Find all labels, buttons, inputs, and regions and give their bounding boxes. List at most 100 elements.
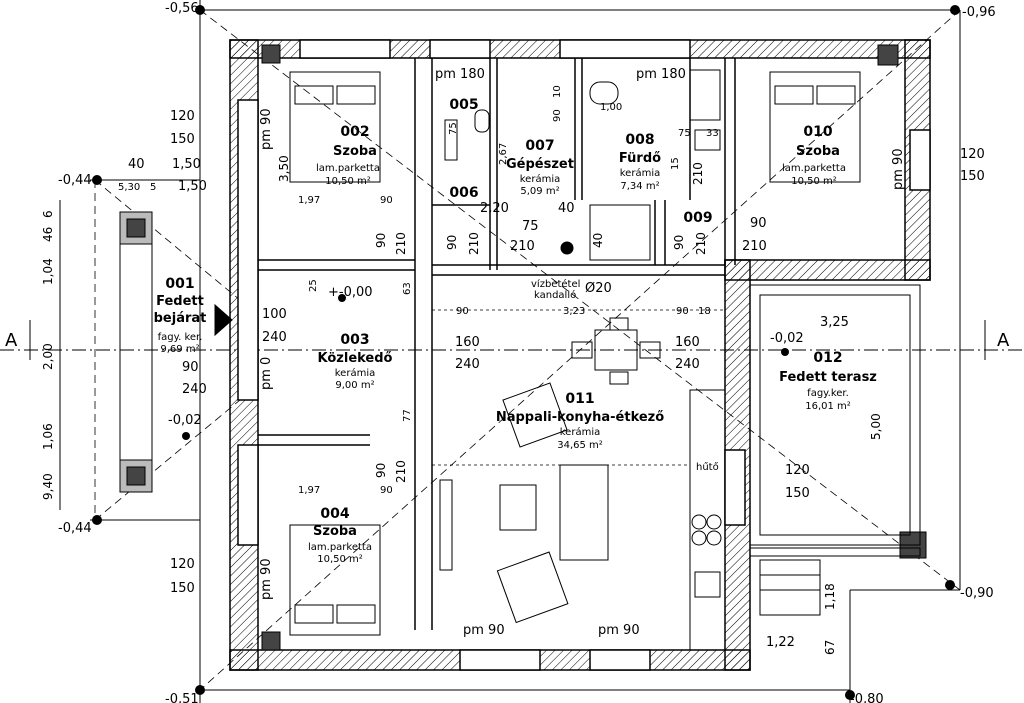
room-012-area: 16,01 m²	[805, 401, 851, 412]
room-012-floor: fagy.ker.	[807, 388, 849, 399]
room-011-number: 011	[565, 391, 594, 407]
dim-v104: 1,04	[41, 258, 55, 285]
level-markers	[92, 5, 960, 700]
level-tl: -0,56	[165, 1, 199, 16]
dim-d5: 5	[150, 182, 156, 193]
room-004-floor: lam.parketta	[308, 542, 372, 553]
dim-v25: 25	[308, 279, 319, 292]
dim-d220: 2,20	[480, 201, 509, 216]
room-004-area: 10,50 m²	[317, 554, 363, 565]
section-label-left: A	[5, 330, 18, 351]
room-001-number: 001	[165, 276, 194, 292]
label-pm180a: pm 180	[435, 67, 485, 82]
outer-walls	[229, 39, 931, 671]
room-009-number: 009	[683, 210, 712, 226]
dim-d90f: 90	[750, 216, 767, 231]
label-pm0: pm 0	[259, 357, 274, 390]
dim-d240a: 240	[262, 330, 287, 345]
dim-door-90c: 90	[672, 235, 686, 250]
dim-d18: 18	[698, 306, 711, 317]
level-hall: +-0,00	[328, 285, 373, 300]
level-l1: -0,44	[58, 173, 92, 188]
room-007-area: 5,09 m²	[520, 186, 559, 197]
label-pm180b: pm 180	[636, 67, 686, 82]
dim-door-90b: 90	[445, 235, 459, 250]
room-002-number: 002	[340, 124, 369, 140]
dim-d90d: 90	[456, 306, 469, 317]
dim-v6: 6	[41, 210, 55, 218]
level-tr: -0,96	[962, 5, 996, 20]
room-011-floor: kerámia	[560, 426, 600, 438]
dim-w150c: 150	[960, 169, 985, 184]
room-005-number: 005	[449, 97, 478, 113]
dim-v118: 1,18	[823, 583, 837, 610]
dim-d150u: 1,50	[178, 179, 207, 194]
dim-d210a: 210	[510, 239, 535, 254]
dim-v350: 3,50	[277, 155, 291, 182]
room-002-area: 10,50 m²	[325, 176, 371, 187]
dim-door-40: 40	[591, 233, 605, 248]
room-004-name: Szoba	[313, 524, 357, 539]
level-terrace: -0,02	[770, 331, 804, 346]
room-010-name: Szoba	[796, 144, 840, 159]
room-010-floor: lam.parketta	[782, 163, 846, 174]
room-002-name: Szoba	[333, 144, 377, 159]
level-br: -0,90	[960, 586, 994, 601]
posts	[119, 44, 927, 651]
dim-d160a: 160	[455, 335, 480, 350]
room-011-area: 34,65 m²	[557, 440, 603, 451]
room-003-floor: kerámia	[335, 367, 375, 379]
dim-w120a: 120	[170, 109, 195, 124]
dim-door-90d: 90	[374, 463, 388, 478]
dim-d100b: 1,00	[600, 102, 622, 113]
room-012-name: Fedett terasz	[779, 370, 877, 385]
dim-d325: 3,25	[820, 315, 849, 330]
inner-walls	[258, 58, 736, 630]
dim-v267: 2,67	[498, 143, 509, 165]
dim-v67: 67	[823, 640, 837, 655]
vertical-dimension-labels: 6 46 1,04 2,00 1,06 9,40 5,00 1,18 67 1,…	[41, 85, 883, 655]
dim-v46: 46	[41, 227, 55, 242]
misc-labels: pm 180 pm 180 pm 90 pm 90 pm 90 pm 90 pm…	[259, 67, 906, 638]
dim-d530: 5,30	[118, 182, 140, 193]
label-vizbetetel: vízbetétel	[531, 278, 580, 290]
section-markers: A A	[5, 330, 1010, 351]
dim-v90: 90	[552, 109, 563, 122]
dim-d33: 33	[706, 128, 719, 139]
dim-d90c: 90	[380, 485, 393, 496]
room-002-floor: lam.parketta	[316, 163, 380, 174]
level-l2: -0,44	[58, 521, 92, 536]
dimension-labels: 120 150 120 150 120 150 120 150 100 240 …	[118, 102, 985, 596]
room-007-name: Gépészet	[506, 157, 574, 172]
room-001-area: 9,69 m²	[160, 344, 199, 355]
room-003-number: 003	[340, 332, 369, 348]
dim-d100: 100	[262, 307, 287, 322]
room-001-name-line2: bejárat	[154, 311, 207, 326]
dim-door-210d: 210	[394, 460, 408, 483]
room-001-name-line1: Fedett	[156, 294, 204, 309]
dim-door-210e: 210	[691, 162, 705, 185]
room-008-area: 7,34 m²	[620, 181, 659, 192]
dim-d150t: 1,50	[172, 157, 201, 172]
dim-door-210b: 210	[467, 232, 481, 255]
room-006-number: 006	[449, 185, 478, 201]
dim-v75: 75	[448, 122, 459, 135]
dim-v500: 5,00	[869, 413, 883, 440]
level-labels: -0,56 -0,96 -0,44 -0,44 -0,90 -0,51 -0,8…	[58, 1, 996, 703]
dim-w120b: 120	[170, 557, 195, 572]
room-012-number: 012	[813, 350, 842, 366]
room-004-number: 004	[320, 506, 349, 522]
dim-door-210c: 210	[694, 232, 708, 255]
dim-v106: 1,06	[41, 423, 55, 450]
dim-v200: 2,00	[41, 343, 55, 370]
dim-d323: 3,23	[563, 306, 585, 317]
level-entry: -0,02	[168, 413, 202, 428]
room-010-number: 010	[803, 124, 832, 140]
room-labels: 001 Fedett bejárat fagy. ker. 9,69 m² 00…	[154, 97, 877, 565]
label-pm90d: pm 90	[259, 558, 274, 600]
dim-w120c: 120	[960, 147, 985, 162]
label-hutő: hűtő	[696, 461, 719, 473]
dim-d240d: 240	[675, 357, 700, 372]
